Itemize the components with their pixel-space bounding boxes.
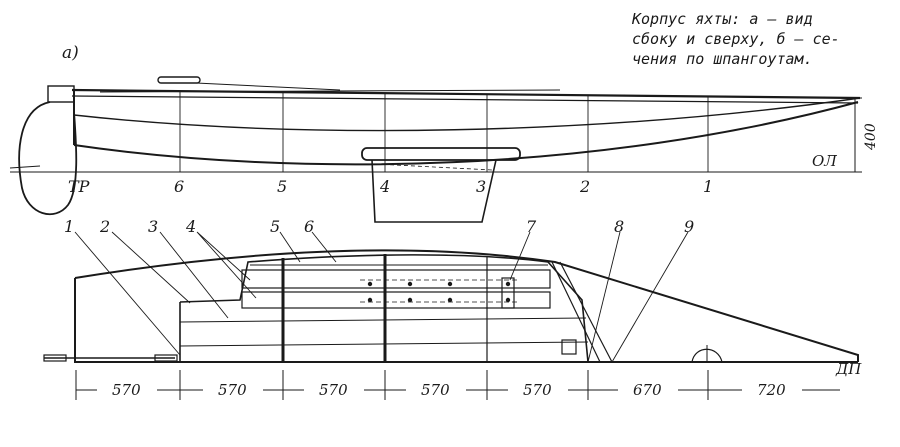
dim-bg [618,381,678,399]
part-number-3: 3 [148,217,158,236]
part-number-5: 5 [270,217,280,236]
centreboard-case-dashed [360,279,520,303]
hull-outline-lower [74,278,858,363]
side-view: ТР 6 5 4 3 2 1 400 ОЛ [9,76,879,223]
height-dimension-value: 400 [863,123,879,151]
bolt [447,281,453,287]
chine-line [73,97,861,132]
spacing-dimension-1: 570 [112,381,141,399]
dimension-chain-ticks [75,370,709,400]
rudder-head [47,85,75,103]
bolt [447,297,453,303]
dim-bg [203,381,263,399]
beam-8 [559,261,613,363]
caption-line-1: Корпус яхты: а — вид [631,10,813,28]
station-label-2: 2 [579,177,590,196]
baseline-label: ОЛ [812,152,837,170]
bolt [367,281,373,287]
caption-line-2: сбоку и сверху, б — се- [632,30,840,48]
dim-bg [742,381,802,399]
mast-partner [501,277,515,309]
dim-bg [406,381,466,399]
tiller [157,76,201,84]
keel-line [73,101,859,166]
bolt [407,281,413,287]
centreboard-case [361,147,521,161]
part-number-7: 7 [526,217,537,236]
leader-3 [159,231,229,319]
deck-edge-line [71,95,859,104]
leader-6 [311,231,337,263]
station-label-tr: ТР [68,177,90,196]
part-number-1: 1 [64,217,74,236]
dim-bg [97,381,157,399]
tiller-head [154,354,178,362]
station-label-4: 4 [379,177,390,196]
centreboard [371,159,497,223]
deck-inner-line [99,89,561,93]
part-number-9: 9 [684,217,694,236]
spacing-dimension-5: 570 [523,381,552,399]
tiller-line [195,82,341,91]
figure-label: а) [62,43,79,63]
cockpit-rim [179,254,589,363]
part-number-6: 6 [304,217,314,236]
rudder-blade [18,101,78,216]
seat-line-1 [179,317,587,323]
seat-panel-lower [241,291,551,309]
spacing-dimension-7: 720 [757,381,786,399]
spacing-dimension-3: 570 [319,381,348,399]
hull-outline-upper [74,249,859,362]
baseline-left-tick [9,165,41,169]
height-dimension-ticks [848,97,862,173]
spacing-dimension-2: 570 [218,381,247,399]
station-label-6: 6 [174,177,184,196]
spacing-dimension-6: 670 [633,381,662,399]
leader-8 [587,231,621,363]
centreboard-hidden-line [375,163,493,171]
part-number-8: 8 [614,217,624,236]
leader-4 [196,231,257,299]
seat-panel-upper [241,269,551,289]
station-label-3: 3 [476,177,486,196]
spacing-dimension-4: 570 [421,381,450,399]
bow-block [561,339,577,355]
bolt [505,297,511,303]
leader-9 [611,231,689,363]
leader-5 [279,231,301,263]
part-number-4: 4 [185,217,196,236]
dim-bg [304,381,364,399]
top-view: 1 2 3 4 5 6 7 8 9 ДП 570 570 570 570 570… [43,217,862,400]
leader-7 [509,231,531,281]
centerline-label: ДП [835,360,862,378]
bolt [505,281,511,287]
caption-line-3: чения по шпангоутам. [632,50,813,68]
tiller-grip [43,354,67,362]
bolt [367,297,373,303]
part-number-2: 2 [99,217,110,236]
leader-1 [74,231,181,356]
station-label-5: 5 [277,177,287,196]
dim-bg [508,381,568,399]
leader-2 [111,231,191,304]
station-label-1: 1 [703,177,713,196]
bolt [407,297,413,303]
